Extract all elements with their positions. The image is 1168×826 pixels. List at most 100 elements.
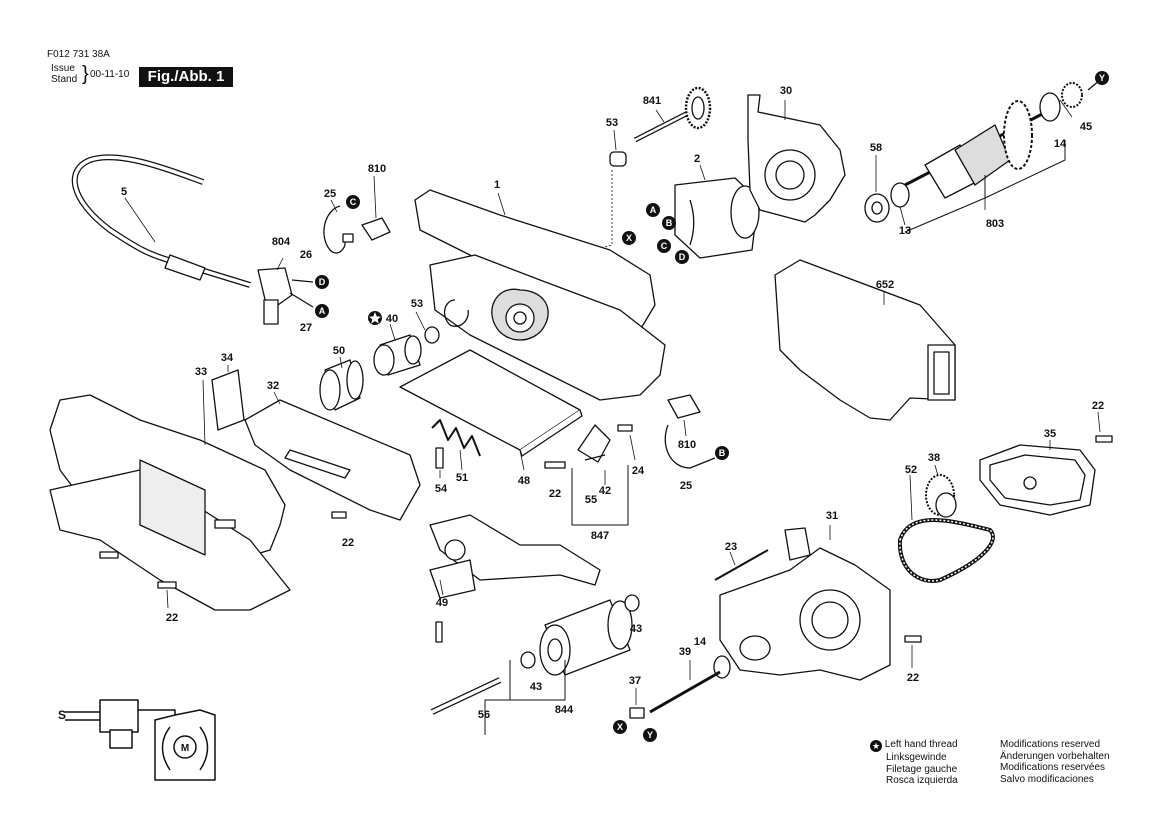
star-icon-legend: ★ — [870, 740, 882, 752]
small-parts-lower-right — [629, 635, 922, 719]
bushing-53-top — [599, 129, 627, 249]
brush-holder-810-bottom — [664, 394, 716, 469]
label-804: 804 — [272, 236, 291, 248]
svg-text:A: A — [650, 205, 657, 215]
marker-c-stator: C — [657, 239, 671, 253]
brush-cable-25-top — [323, 199, 354, 254]
label-13: 13 — [899, 225, 911, 237]
marker-d-left: D — [315, 275, 329, 289]
label-847: 847 — [591, 530, 609, 542]
svg-text:B: B — [719, 448, 726, 458]
label-34: 34 — [221, 352, 234, 364]
legend-right-4: Salvo modificaciones — [1000, 773, 1094, 785]
label-43-left: 43 — [530, 681, 542, 693]
svg-text:D: D — [319, 277, 326, 287]
label-43-right: 43 — [630, 623, 642, 635]
clip-34 — [211, 365, 245, 431]
screw-54 — [435, 447, 444, 478]
issue-label: Issue — [51, 63, 75, 74]
label-31: 31 — [826, 510, 838, 522]
label-14-bottom: 14 — [694, 636, 707, 648]
marker-a-left: A — [315, 304, 329, 318]
connection-markers: C D A X A B C D Y B X Y S M — [58, 71, 1109, 754]
label-51: 51 — [456, 472, 468, 484]
label-52: 52 — [905, 464, 917, 476]
schematic-s-label: S — [58, 708, 66, 722]
legend-right-2: Änderungen vorbehalten — [1000, 750, 1110, 762]
label-810-bottom: 810 — [678, 439, 696, 451]
label-24: 24 — [632, 465, 645, 477]
label-54: 54 — [435, 483, 448, 495]
label-5: 5 — [121, 186, 127, 198]
label-48: 48 — [518, 475, 530, 487]
svg-text:B: B — [666, 218, 673, 228]
label-45: 45 — [1080, 121, 1092, 133]
fan-baffle-30 — [747, 94, 846, 223]
label-56: 56 — [478, 709, 490, 721]
svg-text:Y: Y — [1099, 73, 1105, 83]
label-14-top: 14 — [1054, 138, 1067, 150]
cover-32 — [244, 391, 421, 521]
legend-left-4: Rosca izquierda — [886, 775, 958, 786]
svg-text:A: A — [319, 306, 326, 316]
screw-24 — [617, 424, 636, 461]
label-1: 1 — [494, 179, 500, 191]
part-labels: 1 2 5 13 14 14 22 22 22 22 22 23 24 25 2… — [121, 85, 1104, 721]
screws-22-left — [99, 551, 177, 609]
switch-part-804 — [257, 257, 314, 325]
legend-left-3: Filetage gauche — [886, 763, 958, 775]
marker-x-bottom: X — [613, 720, 627, 734]
label-50: 50 — [333, 345, 345, 357]
svg-text:X: X — [617, 722, 623, 732]
brace: } — [82, 63, 89, 85]
handle-housing-33 — [49, 379, 291, 611]
gear-housing-31 — [719, 525, 891, 681]
label-22-right-top: 22 — [1092, 400, 1104, 412]
legend-right-3: Modifications reservées — [1000, 762, 1106, 773]
motor-icon: M — [181, 743, 189, 754]
pin-56 — [430, 677, 502, 715]
label-26: 26 — [300, 249, 312, 261]
marker-a-stator: A — [646, 203, 660, 217]
marker-y-bottom: Y — [643, 728, 657, 742]
marker-d-stator: D — [675, 250, 689, 264]
legend-left-1: Left hand thread — [884, 739, 958, 750]
bearing-58 — [864, 155, 890, 223]
marker-x-top: X — [622, 231, 636, 245]
bracket-49 — [429, 514, 601, 599]
marker-y-top: Y — [1095, 71, 1109, 85]
svg-text:C: C — [350, 197, 357, 207]
spring-51 — [431, 419, 481, 471]
stand-label: Stand — [51, 74, 78, 85]
armature-803 — [904, 79, 1101, 233]
svg-text:X: X — [626, 233, 632, 243]
label-40: 40 — [386, 313, 398, 325]
issue-date: 00-11-10 — [90, 69, 130, 80]
legend-left: ★ Left hand thread Linksgewinde Filetage… — [870, 739, 958, 787]
star-icon — [368, 311, 382, 325]
screw-23 — [714, 549, 769, 581]
label-39: 39 — [679, 646, 691, 658]
marker-b-stator: B — [662, 216, 676, 230]
label-841: 841 — [643, 95, 661, 107]
drive-shaft-841 — [633, 86, 712, 143]
marker-b-bottom: B — [715, 446, 729, 460]
label-49: 49 — [436, 597, 448, 609]
label-55: 55 — [585, 494, 597, 506]
rear-roller-844 — [435, 594, 640, 735]
tension-lever-847 — [544, 424, 629, 526]
label-30: 30 — [780, 85, 792, 97]
legend-left-2: Linksgewinde — [886, 752, 947, 763]
label-42: 42 — [599, 485, 611, 497]
label-35: 35 — [1044, 428, 1056, 440]
svg-text:Y: Y — [647, 730, 653, 740]
power-cord — [71, 154, 251, 288]
label-38: 38 — [928, 452, 940, 464]
dust-bag-652 — [774, 259, 956, 421]
side-cover-35 — [979, 411, 1113, 516]
platen-48 — [399, 349, 583, 471]
label-58: 58 — [870, 142, 882, 154]
label-25-top: 25 — [324, 188, 336, 200]
legend-right-1: Modifications reserved — [1000, 739, 1101, 750]
